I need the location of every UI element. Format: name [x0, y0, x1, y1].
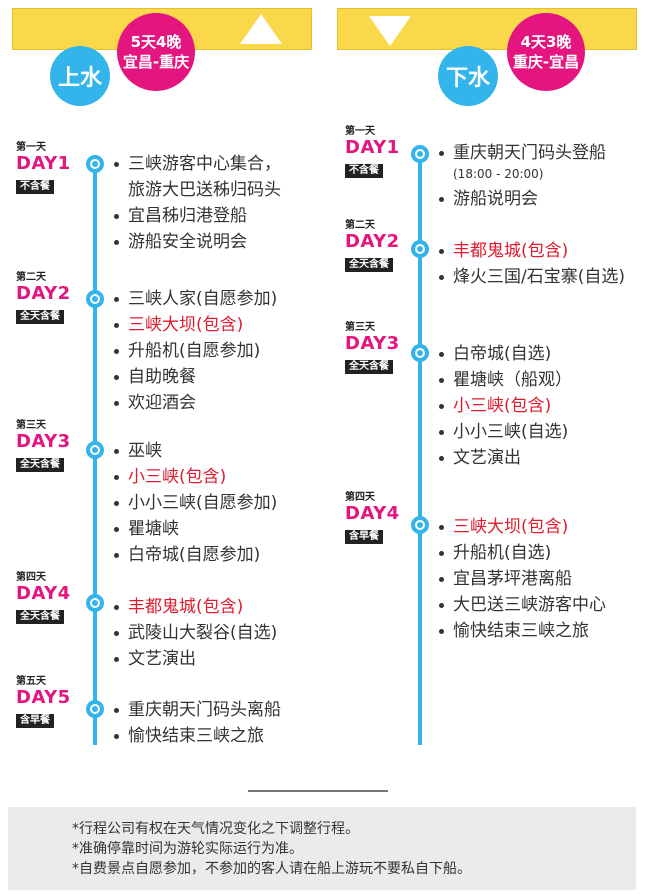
list-item: 三峡大坝(包含)	[437, 514, 606, 540]
meal-badge: 全天含餐	[345, 258, 393, 272]
list-item: 游船说明会	[437, 186, 606, 212]
downstream-day2-label: 第二天 DAY2 全天含餐	[345, 220, 400, 272]
downstream-day2-items: 丰都鬼城(包含) 烽火三国/石宝寨(自选)	[437, 238, 625, 290]
timeline-dot	[86, 594, 104, 612]
list-item: 大巴送三峡游客中心	[437, 592, 606, 618]
meal-badge: 不含餐	[345, 164, 383, 178]
list-item: 重庆朝天门码头登船	[437, 140, 606, 166]
list-item: 小三峡(包含)	[112, 464, 277, 490]
upstream-day2-items: 三峡人家(自愿参加) 三峡大坝(包含) 升船机(自愿参加) 自助晚餐 欢迎酒会	[112, 286, 277, 416]
upstream-duration-badge: 5天4晚 宜昌-重庆	[117, 13, 195, 91]
timeline-dot	[411, 145, 429, 163]
list-item: 文艺演出	[437, 445, 572, 471]
meal-badge: 全天含餐	[16, 310, 64, 324]
downstream-duration-badge: 4天3晚 重庆-宜昌	[507, 13, 585, 91]
list-item: 三峡大坝(包含)	[112, 312, 277, 338]
timeline-dot	[411, 344, 429, 362]
downstream-day4-label: 第四天 DAY4 含早餐	[345, 492, 400, 544]
meal-badge: 全天含餐	[16, 458, 64, 472]
up-arrow-icon	[240, 14, 282, 44]
upstream-day4-label: 第四天 DAY4 全天含餐	[16, 572, 71, 624]
upstream-day5-label: 第五天 DAY5 含早餐	[16, 676, 71, 728]
list-item: 升船机(自愿参加)	[112, 338, 277, 364]
meal-badge: 全天含餐	[16, 610, 64, 624]
downstream-day3-label: 第三天 DAY3 全天含餐	[345, 322, 400, 374]
upstream-day2-label: 第二天 DAY2 全天含餐	[16, 272, 71, 324]
list-item: 小小三峡(自愿参加)	[112, 490, 277, 516]
list-item: 重庆朝天门码头离船	[112, 697, 281, 723]
list-item: 欢迎酒会	[112, 390, 277, 416]
list-item: 小三峡(包含)	[437, 393, 572, 419]
list-item: 巫峡	[112, 438, 277, 464]
downstream-day1-label: 第一天 DAY1 不含餐	[345, 126, 400, 178]
timeline-dot	[86, 290, 104, 308]
list-item: 瞿塘峡（船观）	[437, 367, 572, 393]
upstream-day1-label: 第一天 DAY1 不含餐	[16, 142, 71, 194]
list-item: 愉快结束三峡之旅	[437, 618, 606, 644]
list-item: 旅游大巴送秭归码头	[128, 180, 281, 200]
downstream-itinerary: 下水 4天3晚 重庆-宜昌 第一天 DAY1 不含餐 重庆朝天门码头登船 (18…	[325, 0, 645, 770]
boarding-time: (18:00 - 20:00)	[453, 167, 544, 181]
note-line: *准确停靠时间为游轮实际运行为准。	[72, 841, 303, 857]
downstream-day1-items: 重庆朝天门码头登船 (18:00 - 20:00) 游船说明会	[437, 140, 606, 212]
list-item: 烽火三国/石宝寨(自选)	[437, 264, 625, 290]
notes-panel: *行程公司有权在天气情况变化之下调整行程。 *准确停靠时间为游轮实际运行为准。 …	[8, 807, 636, 890]
meal-badge: 不含餐	[16, 180, 54, 194]
downstream-timeline	[418, 145, 422, 745]
timeline-dot	[86, 155, 104, 173]
upstream-day4-items: 丰都鬼城(包含) 武陵山大裂谷(自选) 文艺演出	[112, 594, 277, 672]
down-arrow-icon	[369, 16, 411, 46]
upstream-direction-badge: 上水	[50, 46, 110, 106]
list-item: 三峡人家(自愿参加)	[112, 286, 277, 312]
upstream-day5-items: 重庆朝天门码头离船 愉快结束三峡之旅	[112, 697, 281, 749]
list-item: 丰都鬼城(包含)	[437, 238, 625, 264]
list-item: 自助晚餐	[112, 364, 277, 390]
list-item: 升船机(自选)	[437, 540, 606, 566]
timeline-dot	[411, 240, 429, 258]
list-item: 丰都鬼城(包含)	[112, 594, 277, 620]
divider	[248, 790, 388, 792]
list-item: 武陵山大裂谷(自选)	[112, 620, 277, 646]
upstream-route: 宜昌-重庆	[122, 53, 190, 71]
meal-badge: 含早餐	[16, 714, 54, 728]
upstream-itinerary: 上水 5天4晚 宜昌-重庆 第一天 DAY1 不含餐 三峡游客中心集合， 旅游大…	[0, 0, 320, 770]
downstream-direction-badge: 下水	[438, 46, 498, 106]
list-item: 瞿塘峡	[112, 516, 277, 542]
meal-badge: 全天含餐	[345, 360, 393, 374]
downstream-day4-items: 三峡大坝(包含) 升船机(自选) 宜昌茅坪港离船 大巴送三峡游客中心 愉快结束三…	[437, 514, 606, 644]
timeline-dot	[411, 516, 429, 534]
list-item: 文艺演出	[112, 646, 277, 672]
upstream-duration: 5天4晚	[130, 33, 182, 51]
list-item: 宜昌秭归港登船	[112, 203, 281, 229]
list-item: 宜昌茅坪港离船	[437, 566, 606, 592]
list-item: 白帝城(自选)	[437, 341, 572, 367]
list-item: 小小三峡(自选)	[437, 419, 572, 445]
upstream-day3-items: 巫峡 小三峡(包含) 小小三峡(自愿参加) 瞿塘峡 白帝城(自愿参加)	[112, 438, 277, 568]
list-item: 三峡游客中心集合，	[112, 151, 281, 177]
upstream-day3-label: 第三天 DAY3 全天含餐	[16, 420, 71, 472]
upstream-day1-items: 三峡游客中心集合， 旅游大巴送秭归码头 宜昌秭归港登船 游船安全说明会	[112, 151, 281, 255]
timeline-dot	[86, 441, 104, 459]
list-item: 白帝城(自愿参加)	[112, 542, 277, 568]
note-line: *自费景点自愿参加，不参加的客人请在船上游玩不要私自下船。	[72, 861, 471, 877]
downstream-day3-items: 白帝城(自选) 瞿塘峡（船观） 小三峡(包含) 小小三峡(自选) 文艺演出	[437, 341, 572, 471]
note-line: *行程公司有权在天气情况变化之下调整行程。	[72, 821, 359, 837]
meal-badge: 含早餐	[345, 530, 383, 544]
downstream-duration: 4天3晚	[520, 33, 572, 51]
list-item: 愉快结束三峡之旅	[112, 723, 281, 749]
downstream-route: 重庆-宜昌	[512, 53, 580, 71]
timeline-dot	[86, 700, 104, 718]
list-item: 游船安全说明会	[112, 229, 281, 255]
